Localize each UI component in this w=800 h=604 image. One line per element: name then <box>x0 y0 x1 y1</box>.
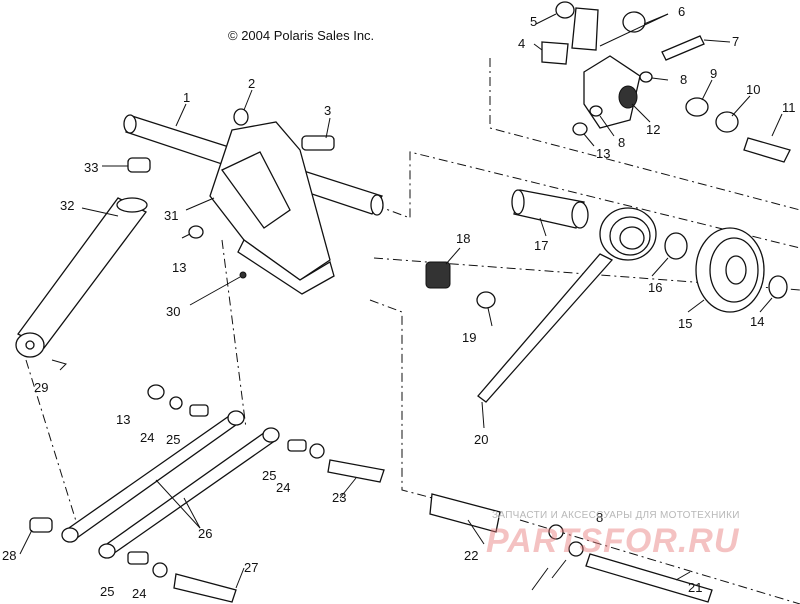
sleeve-22 <box>429 493 501 533</box>
callout-29: 29 <box>34 380 48 395</box>
callout-16: 16 <box>648 280 662 295</box>
callout-5: 5 <box>530 14 537 29</box>
callout-23: 23 <box>332 490 346 505</box>
nut-13-lower <box>147 384 165 400</box>
clip-29 <box>51 359 67 371</box>
callout-18: 18 <box>456 231 470 246</box>
callout-26: 26 <box>198 526 212 541</box>
callout-21: 21 <box>688 580 702 595</box>
sleeve <box>511 189 589 229</box>
callout-13-lower: 13 <box>116 412 130 427</box>
assembly-line-lower <box>519 519 800 604</box>
watermark-logo: PARTSFOR.RU <box>486 522 740 560</box>
assembly-line-center <box>221 239 247 429</box>
callout-28: 28 <box>2 548 16 563</box>
pin-27 <box>173 573 237 603</box>
callout-33: 33 <box>84 160 98 175</box>
bushing-25-lower <box>127 551 149 565</box>
assembly-line-bottom <box>369 299 441 501</box>
callout-24-lower: 24 <box>132 586 146 601</box>
washer-16 <box>664 232 688 260</box>
callout-19: 19 <box>462 330 476 345</box>
callout-24-upper: 24 <box>140 430 154 445</box>
pivot-bracket <box>209 121 335 295</box>
callout-24-mid: 24 <box>276 480 290 495</box>
upper-right-hardware <box>541 1 791 163</box>
washer-24-upper <box>169 396 183 410</box>
watermark-tagline: ЗАПЧАСТИ И АКСЕССУАРЫ ДЛЯ МОТОТЕХНИКИ <box>492 510 740 521</box>
callout-9: 9 <box>710 66 717 81</box>
washer-24-lower <box>152 562 168 578</box>
callout-30: 30 <box>166 304 180 319</box>
callout-3: 3 <box>324 103 331 118</box>
shaft-21 <box>585 553 713 603</box>
callout-4: 4 <box>518 36 525 51</box>
callout-6: 6 <box>678 4 685 19</box>
washer-19 <box>476 291 496 309</box>
callout-8-upper: 8 <box>680 72 687 87</box>
washer-8-lower-a <box>548 524 564 540</box>
bolt-2 <box>233 108 249 126</box>
callout-11: 11 <box>782 100 796 115</box>
torsion-spring <box>477 207 657 403</box>
assembly-line-top <box>489 58 800 211</box>
callout-25-mid: 25 <box>262 468 276 483</box>
callout-31: 31 <box>164 208 178 223</box>
stop-block <box>425 261 451 289</box>
callout-27: 27 <box>244 560 258 575</box>
pin-23 <box>327 459 385 483</box>
bushing-28 <box>29 517 53 533</box>
pin-3 <box>301 135 335 151</box>
washer-8-lower-b <box>568 541 584 557</box>
idler-wheel <box>695 227 765 313</box>
nut-13-left <box>188 225 204 239</box>
callout-25-upper: 25 <box>166 432 180 447</box>
shock-absorber <box>15 197 148 358</box>
bushing-25-mid <box>287 439 307 452</box>
callout-14: 14 <box>750 314 764 329</box>
bushing-33 <box>127 157 151 173</box>
callout-32: 32 <box>60 198 74 213</box>
callout-13-left: 13 <box>172 260 186 275</box>
callout-13-upper: 13 <box>596 146 610 161</box>
callout-25-lower: 25 <box>100 584 114 599</box>
callout-22: 22 <box>464 548 478 563</box>
lower-arms <box>61 410 280 559</box>
callout-8-lower: 8 <box>596 510 603 525</box>
callout-20: 20 <box>474 432 488 447</box>
assembly-line-right <box>374 151 800 249</box>
callout-7: 7 <box>732 34 739 49</box>
callout-2: 2 <box>248 76 255 91</box>
spacer-14 <box>768 275 788 299</box>
bushing-25-upper <box>189 404 209 417</box>
copyright-notice: © 2004 Polaris Sales Inc. <box>228 28 375 43</box>
callout-17: 17 <box>534 238 548 253</box>
callout-12: 12 <box>646 122 660 137</box>
callout-8-mid: 8 <box>618 135 625 150</box>
washer-24-mid <box>309 443 325 459</box>
callout-1: 1 <box>183 90 190 105</box>
grease-fitting-30 <box>239 271 247 279</box>
leader-lines <box>19 13 783 591</box>
callout-15: 15 <box>678 316 692 331</box>
callout-10: 10 <box>746 82 760 97</box>
callout-labels: 1 2 3 4 5 6 7 8 8 8 9 10 11 12 13 13 13 … <box>2 4 796 601</box>
